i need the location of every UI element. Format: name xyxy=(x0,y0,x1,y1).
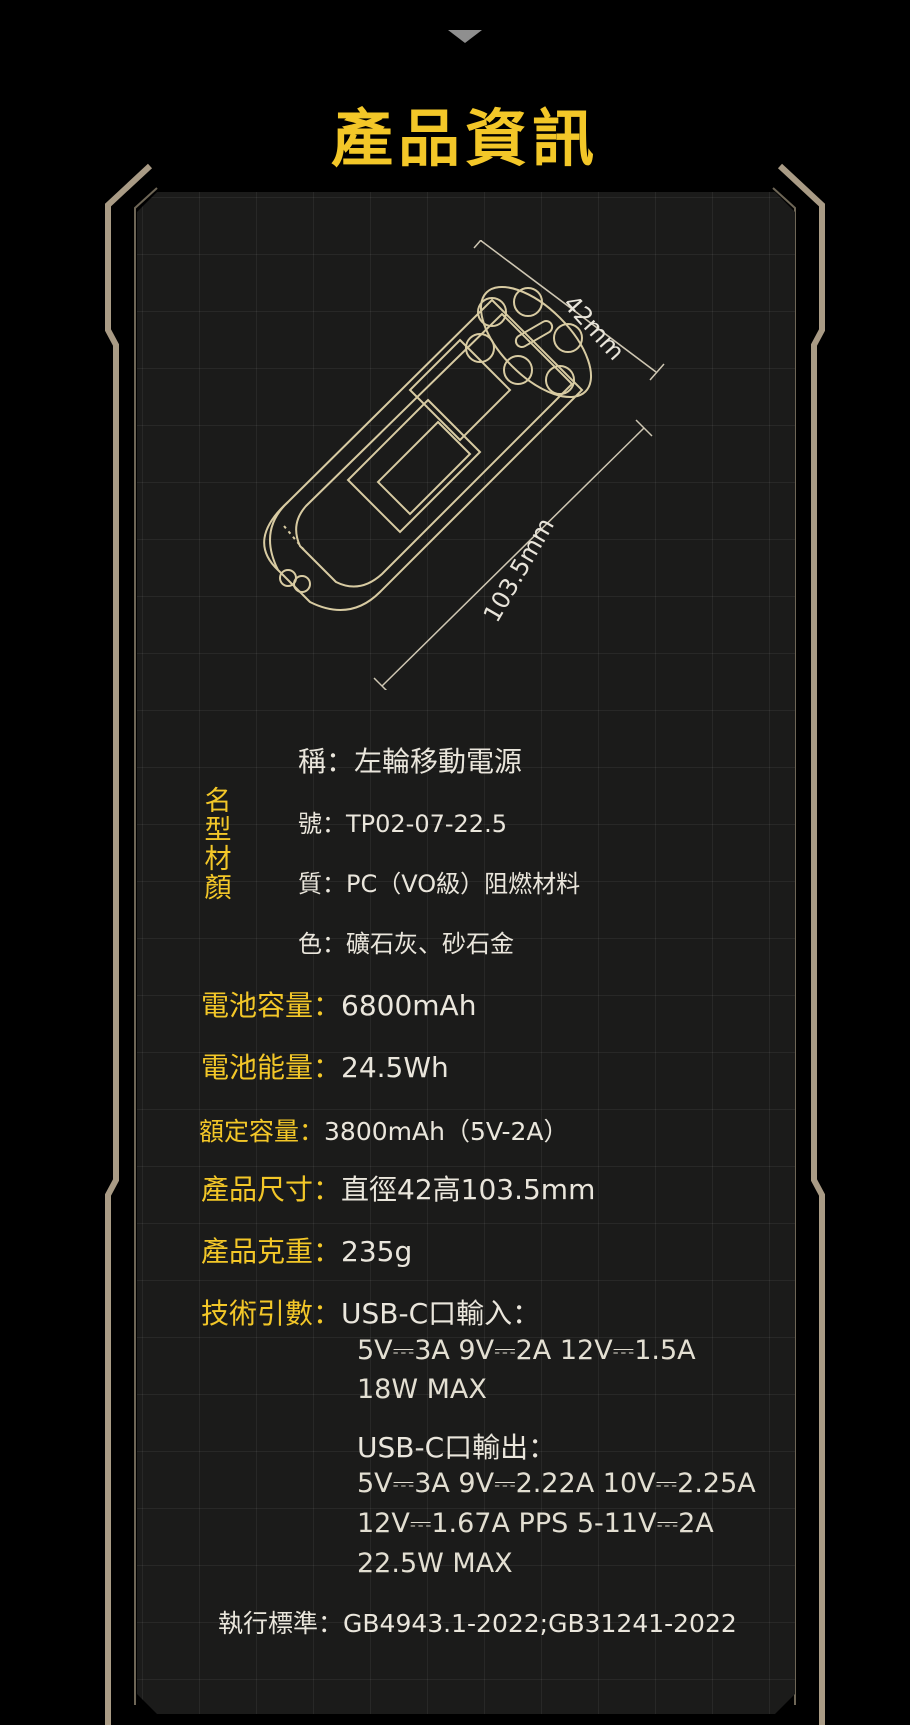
spec-key: 額定容量： xyxy=(199,1117,325,1146)
size-row: 產品尺寸：直徑42高103.5mm xyxy=(201,1168,595,1208)
spec-key: 電池容量： xyxy=(201,989,342,1022)
output-spec-line: 22.5W MAX xyxy=(357,1548,513,1579)
scroll-down-triangle-icon xyxy=(448,30,482,43)
page-title: 產品資訊 xyxy=(330,102,599,175)
side-char: 型 xyxy=(204,815,232,846)
spec-key: 電池能量： xyxy=(201,1051,342,1084)
spec-value: 6800mAh xyxy=(341,989,477,1022)
power-bank-illustration xyxy=(263,240,665,690)
model-row: 號：TP02-07-22.5 xyxy=(298,810,507,838)
spec-key: 技術引數： xyxy=(201,1297,342,1330)
spec-value: 24.5Wh xyxy=(341,1051,449,1084)
battery-capacity-row: 電池容量：6800mAh xyxy=(201,984,476,1024)
side-char: 材 xyxy=(204,844,232,875)
output-spec-line: 12V⎓1.67A PPS 5-11V⎓2A xyxy=(357,1508,714,1539)
side-char: 名 xyxy=(204,786,232,817)
input-spec-line: 5V⎓3A 9V⎓2A 12V⎓1.5A xyxy=(357,1335,696,1366)
name-row: 稱：左輪移動電源 xyxy=(298,745,523,778)
material-row: 質：PC（VO級）阻燃材料 xyxy=(298,870,581,898)
frame-right-border xyxy=(777,163,825,1725)
spec-value: USB-C口輸入： xyxy=(341,1297,541,1330)
group-side-label: 名 型 材 顏 xyxy=(201,787,235,903)
spec-panel xyxy=(137,192,795,1714)
battery-energy-row: 電池能量：24.5Wh xyxy=(201,1046,449,1086)
weight-row: 產品克重：235g xyxy=(201,1230,412,1270)
spec-key: 產品尺寸： xyxy=(201,1173,342,1206)
output-spec-line: 5V⎓3A 9V⎓2.22A 10V⎓2.25A xyxy=(357,1468,756,1499)
spec-value: 235g xyxy=(341,1235,413,1268)
spec-key: 執行標準： xyxy=(218,1609,344,1638)
output-head: USB-C口輸出： xyxy=(357,1431,557,1464)
side-char: 顏 xyxy=(204,873,232,904)
spec-value: GB4943.1-2022;GB31241-2022 xyxy=(343,1609,737,1638)
standard-row: 執行標準：GB4943.1-2022;GB31241-2022 xyxy=(218,1604,737,1640)
frame-left-border xyxy=(105,163,153,1725)
input-spec-line: 18W MAX xyxy=(357,1374,487,1405)
spec-value: 直徑42高103.5mm xyxy=(341,1173,596,1206)
color-row: 色：礦石灰、砂石金 xyxy=(298,930,514,958)
spec-value: 3800mAh（5V-2A） xyxy=(324,1117,569,1146)
spec-key: 產品克重： xyxy=(201,1235,342,1268)
tech-params-row: 技術引數：USB-C口輸入： xyxy=(201,1292,540,1332)
rated-capacity-row: 額定容量：3800mAh（5V-2A） xyxy=(199,1112,569,1148)
